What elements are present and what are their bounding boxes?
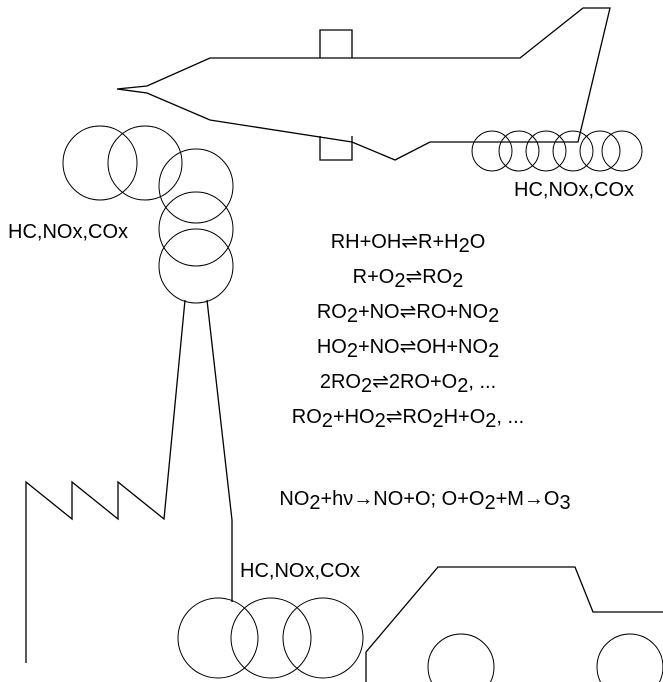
smoke-puff bbox=[158, 191, 234, 267]
exhaust-puff bbox=[471, 130, 513, 172]
ground-emission-label: HC,NOx,COx bbox=[240, 560, 360, 582]
airplane bbox=[116, 7, 611, 161]
photolysis-reaction: NO2+hν→NO+O; O+O2+M→O3 bbox=[279, 488, 571, 514]
reaction-line: RH+OH⇌R+H2O bbox=[330, 231, 486, 257]
airplane-exhaust bbox=[471, 130, 643, 172]
airplane-emission-label: HC,NOx,COx bbox=[514, 179, 634, 201]
car-wheel-front bbox=[427, 633, 495, 682]
car bbox=[365, 566, 663, 682]
car-wheel-rear bbox=[596, 633, 663, 682]
smoke-puff bbox=[158, 148, 234, 224]
smoke-puff bbox=[158, 228, 234, 304]
smoke-puff bbox=[177, 597, 259, 679]
exhaust-puff bbox=[601, 130, 643, 172]
reaction-line: 2RO2⇌2RO+O2, ... bbox=[319, 371, 497, 397]
chimney-right-wall bbox=[206, 299, 233, 602]
airplane-upper-wing bbox=[319, 29, 353, 58]
exhaust-puff bbox=[525, 130, 567, 172]
exhaust-puff bbox=[498, 130, 540, 172]
exhaust-puff bbox=[579, 130, 621, 172]
airplane-lower-wing bbox=[319, 136, 353, 161]
reaction-line: RO2+HO2⇌RO2H+O2, ... bbox=[291, 406, 525, 432]
airplane-body bbox=[116, 7, 611, 161]
reaction-line: R+O2⇌RO2 bbox=[352, 266, 464, 292]
smoke-puff bbox=[230, 597, 312, 679]
factory bbox=[25, 299, 233, 663]
reaction-line: RO2+NO⇌RO+NO2 bbox=[316, 301, 500, 327]
smoke-puff bbox=[62, 125, 138, 201]
smoke-puff bbox=[107, 125, 183, 201]
chimney-smoke bbox=[62, 125, 234, 304]
car-body bbox=[365, 566, 663, 682]
factory-emission-label: HC,NOx,COx bbox=[8, 221, 128, 243]
smoke-puff bbox=[282, 597, 364, 679]
factory-outline bbox=[25, 299, 186, 663]
exhaust-puff bbox=[552, 130, 594, 172]
reaction-line: HO2+NO⇌OH+NO2 bbox=[316, 336, 500, 362]
ground-smoke bbox=[177, 597, 364, 679]
